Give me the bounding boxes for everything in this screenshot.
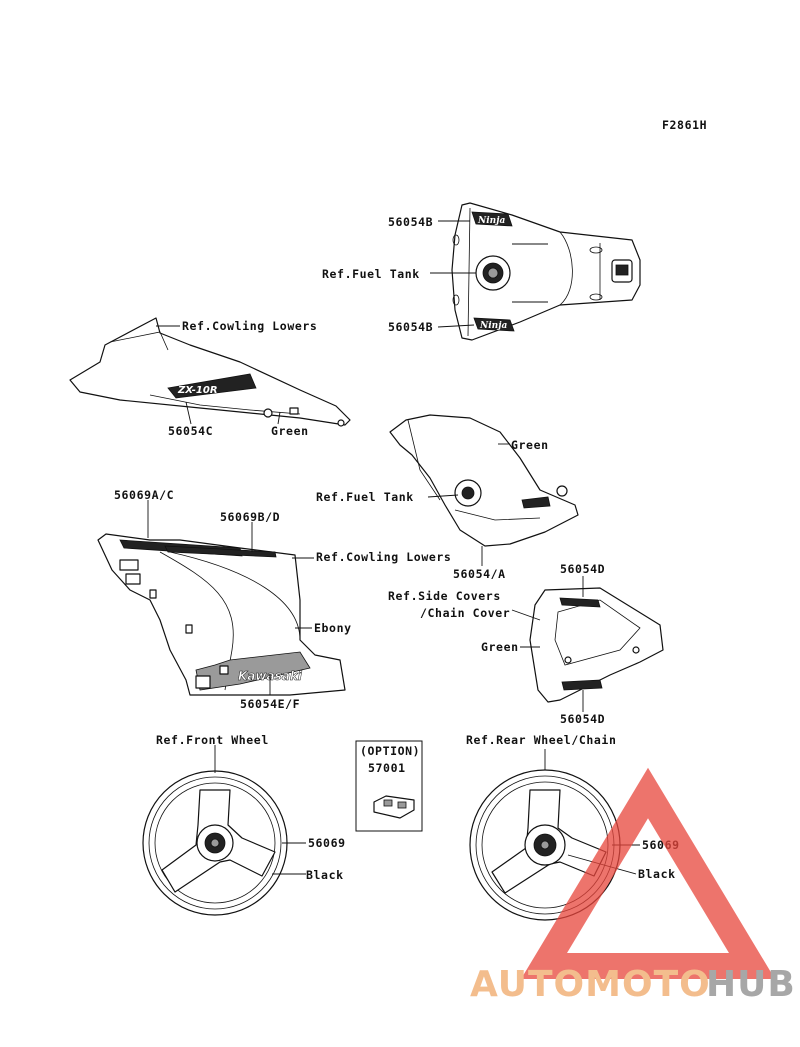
svg-text:Ninja: Ninja	[479, 321, 507, 331]
tank-cover-part	[389, 414, 579, 547]
watermark-text-right: HUB	[706, 964, 796, 1005]
front-wheel-part	[142, 770, 288, 916]
option-title-label: (OPTION)	[360, 744, 420, 758]
watermark-logo: AUTOMOTO HUB	[470, 767, 796, 1005]
seat-cowl-part	[529, 587, 664, 703]
tank-logo-bottom: Ninja	[473, 317, 515, 332]
svg-text:Ninja: Ninja	[477, 216, 505, 226]
upper-cowl-color-label: Green	[271, 424, 309, 438]
watermark-triangle	[521, 767, 775, 979]
seat-cowl-decal-top-label: 56054D	[560, 562, 605, 576]
side-cowl-decal-label: 56054E/F	[240, 697, 300, 711]
watermark-text-left: AUTOMOTO	[470, 964, 711, 1005]
svg-text:ZX-10R: ZX-10R	[177, 385, 218, 396]
tank-cover-ref-label: Ref.Fuel Tank	[316, 490, 414, 504]
seat-cowl-decal-bottom-label: 56054D	[560, 712, 605, 726]
side-stripe-b-label: 56069B/D	[220, 510, 280, 524]
front-wheel-stripe-label: 56069	[308, 836, 346, 850]
side-cowl-part: Kawasaki	[97, 533, 346, 696]
upper-cowl-ref-label: Ref.Cowling Lowers	[182, 319, 317, 333]
front-wheel-color-label: Black	[306, 868, 344, 882]
fuel-tank-bottom-decal-label: 56054B	[388, 320, 433, 334]
side-stripe-a-label: 56069A/C	[114, 488, 174, 502]
figure-id: F2861H	[662, 118, 707, 132]
tank-logo-top: Ninja	[471, 211, 513, 227]
tank-cover-color-label: Green	[511, 438, 549, 452]
seat-cowl-ref-label-1: Ref.Side Covers	[388, 589, 501, 603]
side-cowl-ref-label: Ref.Cowling Lowers	[316, 550, 451, 564]
tank-cover-decal-label: 56054/A	[453, 567, 506, 581]
seat-cowl-ref-label-2: /Chain Cover	[420, 606, 510, 620]
rear-wheel-ref-label: Ref.Rear Wheel/Chain	[466, 733, 616, 747]
fuel-tank-ref-label: Ref.Fuel Tank	[322, 267, 420, 281]
front-wheel-ref-label: Ref.Front Wheel	[156, 733, 269, 747]
seat-cowl-color-label: Green	[481, 640, 519, 654]
side-cowl-color-label: Ebony	[314, 621, 352, 635]
option-part-label: 57001	[368, 761, 406, 775]
option-box	[355, 740, 423, 832]
upper-cowl-decal-label: 56054C	[168, 424, 213, 438]
upper-cowl-part: ZX-10R	[69, 317, 351, 427]
rear-wheel-color-label: Black	[638, 867, 676, 881]
fuel-tank-top-decal-label: 56054B	[388, 215, 433, 229]
fuel-tank-part	[451, 202, 641, 341]
